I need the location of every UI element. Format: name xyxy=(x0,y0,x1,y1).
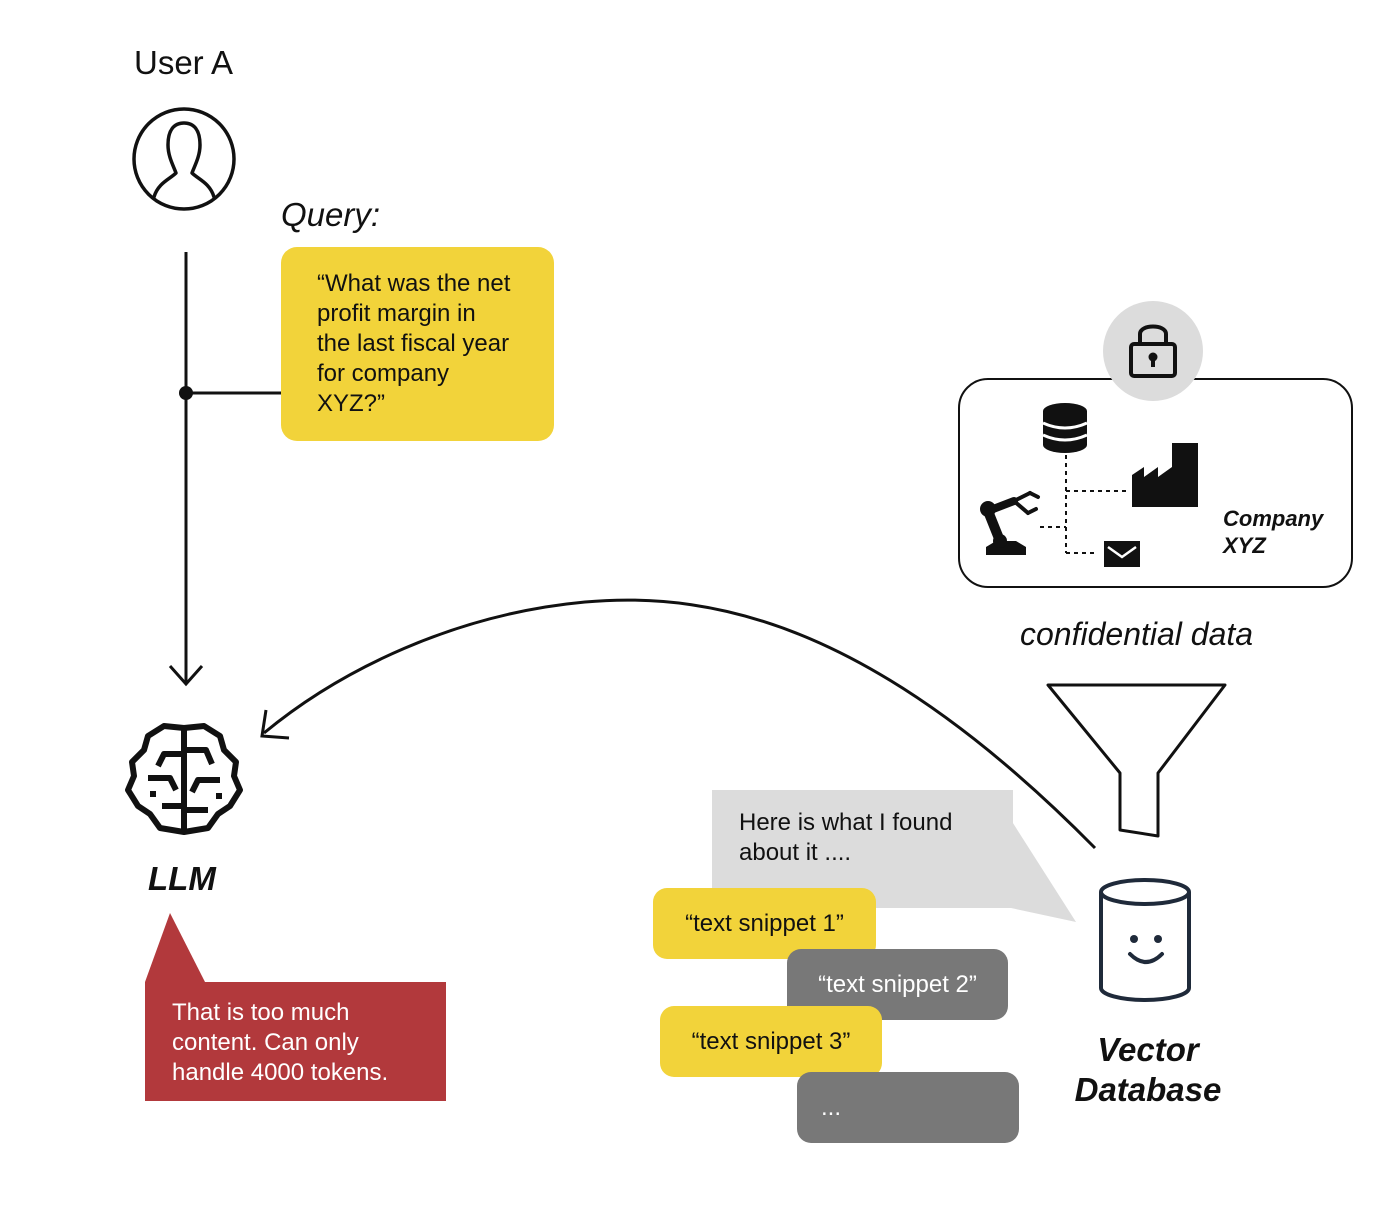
smiley-mouth-icon xyxy=(1128,952,1164,964)
curve-arrowhead xyxy=(260,709,290,740)
token-limit-warning-bubble: That is too much content. Can only handl… xyxy=(145,982,446,1101)
factory-icon xyxy=(1132,443,1198,507)
junction-dot xyxy=(179,386,193,400)
user-avatar-icon xyxy=(132,107,236,211)
funnel-icon xyxy=(1046,683,1227,838)
database-icon xyxy=(1042,403,1088,453)
dotted-connectors xyxy=(1040,455,1128,554)
company-data-graphics xyxy=(980,403,1198,567)
down-arrowhead xyxy=(168,665,204,687)
reply-bubble-tail xyxy=(1011,820,1076,922)
confidential-data-label: confidential data xyxy=(1020,616,1254,652)
vector-database-label: Vector Database xyxy=(1074,1031,1222,1108)
lock-icon xyxy=(1103,301,1203,401)
robot-arm-icon xyxy=(980,491,1040,555)
text-snippet-1: “text snippet 1” xyxy=(653,888,876,959)
retrieval-curve-arrow xyxy=(263,598,1097,850)
query-bubble: “What was the net profit margin in the l… xyxy=(281,247,554,441)
text-snippet-more: ... xyxy=(797,1072,1019,1143)
smiley-eye-icon xyxy=(1154,935,1162,943)
company-xyz-label: Company XYZ xyxy=(1223,506,1324,558)
query-label: Query: xyxy=(281,196,381,233)
text-snippet-3: “text snippet 3” xyxy=(660,1006,882,1077)
smiley-eye-icon xyxy=(1130,935,1138,943)
user-a-label: User A xyxy=(134,44,234,81)
llm-label: LLM xyxy=(148,860,216,897)
llm-brain-icon xyxy=(125,723,243,835)
warning-bubble-tail xyxy=(145,913,205,982)
mail-icon xyxy=(1104,541,1140,567)
vector-database-icon xyxy=(1099,878,1191,1002)
